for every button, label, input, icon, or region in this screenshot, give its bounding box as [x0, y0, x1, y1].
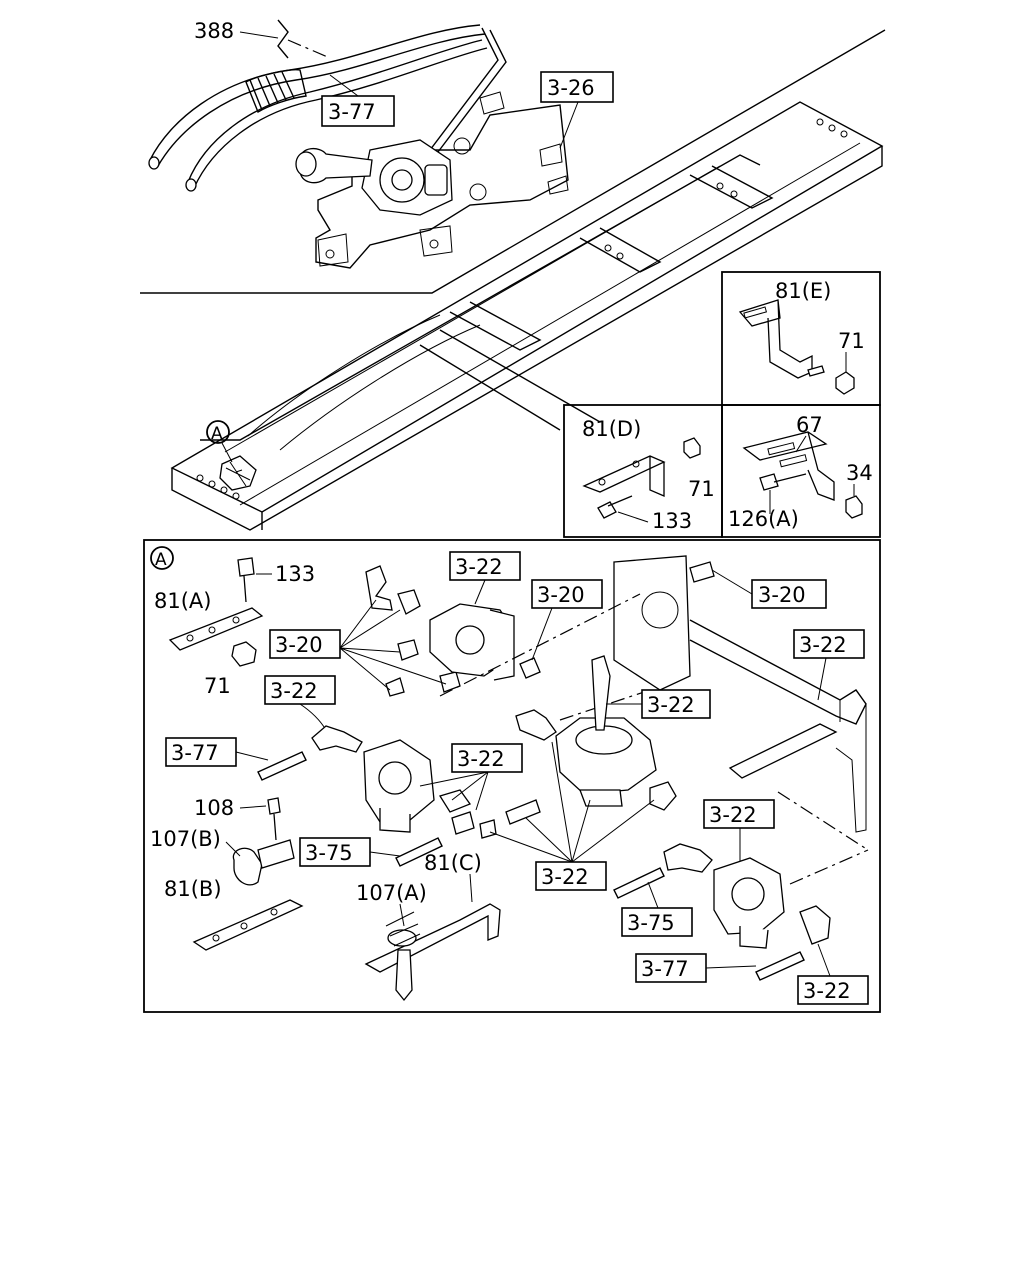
callout-133-d: 133: [652, 509, 692, 533]
callout-3-22-g: 3-22: [709, 803, 757, 827]
callout-3-22-h: 3-22: [803, 979, 851, 1003]
callout-3-22-d: 3-22: [457, 747, 505, 771]
chassis-frame: A: [170, 101, 884, 531]
callout-388: 388: [194, 19, 234, 43]
callout-3-22-f: 3-22: [541, 865, 589, 889]
detail-marker-a: [206, 420, 230, 444]
callout-81a: 81(A): [154, 589, 211, 613]
callout-a-detail: A: [155, 550, 167, 570]
rail-holes: [196, 118, 848, 500]
callout-71-e: 71: [838, 329, 865, 353]
callout-3-22-b: 3-22: [799, 633, 847, 657]
callout-71-d: 71: [688, 477, 715, 501]
callout-81b: 81(B): [164, 877, 222, 901]
callout-3-22-e: 3-22: [647, 693, 695, 717]
callout-3-77-mid: 3-77: [171, 741, 219, 765]
detail-a-frame: [143, 539, 881, 1013]
top-valve-assembly: 388 3-77 3-26: [148, 19, 614, 269]
callout-3-20-c: 3-20: [758, 583, 806, 607]
callout-3-75-a: 3-75: [305, 841, 353, 865]
callout-71-a: 71: [204, 674, 231, 698]
callout-67: 67: [796, 413, 823, 437]
callout-34: 34: [846, 461, 873, 485]
detail-a-parts: 133 81(A) 71 3-22 3-20 3-20 3-20: [150, 551, 869, 1005]
callout-81d: 81(D): [582, 417, 641, 441]
callout-107a: 107(A): [356, 881, 427, 905]
separator-line: [140, 29, 886, 294]
callout-107b: 107(B): [150, 827, 221, 851]
callout-3-26: 3-26: [547, 76, 595, 100]
callout-81e: 81(E): [775, 279, 831, 303]
callout-3-77-bot: 3-77: [641, 957, 689, 981]
inset-panels: 81(E) 71 81(D) 71 133 67 34 126(A): [563, 271, 881, 538]
callout-126a: 126(A): [728, 507, 799, 531]
detail-a-label-circle: [150, 546, 174, 570]
callout-3-20-b: 3-20: [275, 633, 323, 657]
callout-3-20-a: 3-20: [537, 583, 585, 607]
callout-3-75-b: 3-75: [627, 911, 675, 935]
callout-81c: 81(C): [424, 851, 482, 875]
callout-3-22-c: 3-22: [270, 679, 318, 703]
callout-108: 108: [194, 796, 234, 820]
callout-a-main: A: [211, 424, 223, 444]
callout-133-a: 133: [275, 562, 315, 586]
callout-3-22-a: 3-22: [455, 555, 503, 579]
callout-3-77-top: 3-77: [328, 100, 376, 124]
